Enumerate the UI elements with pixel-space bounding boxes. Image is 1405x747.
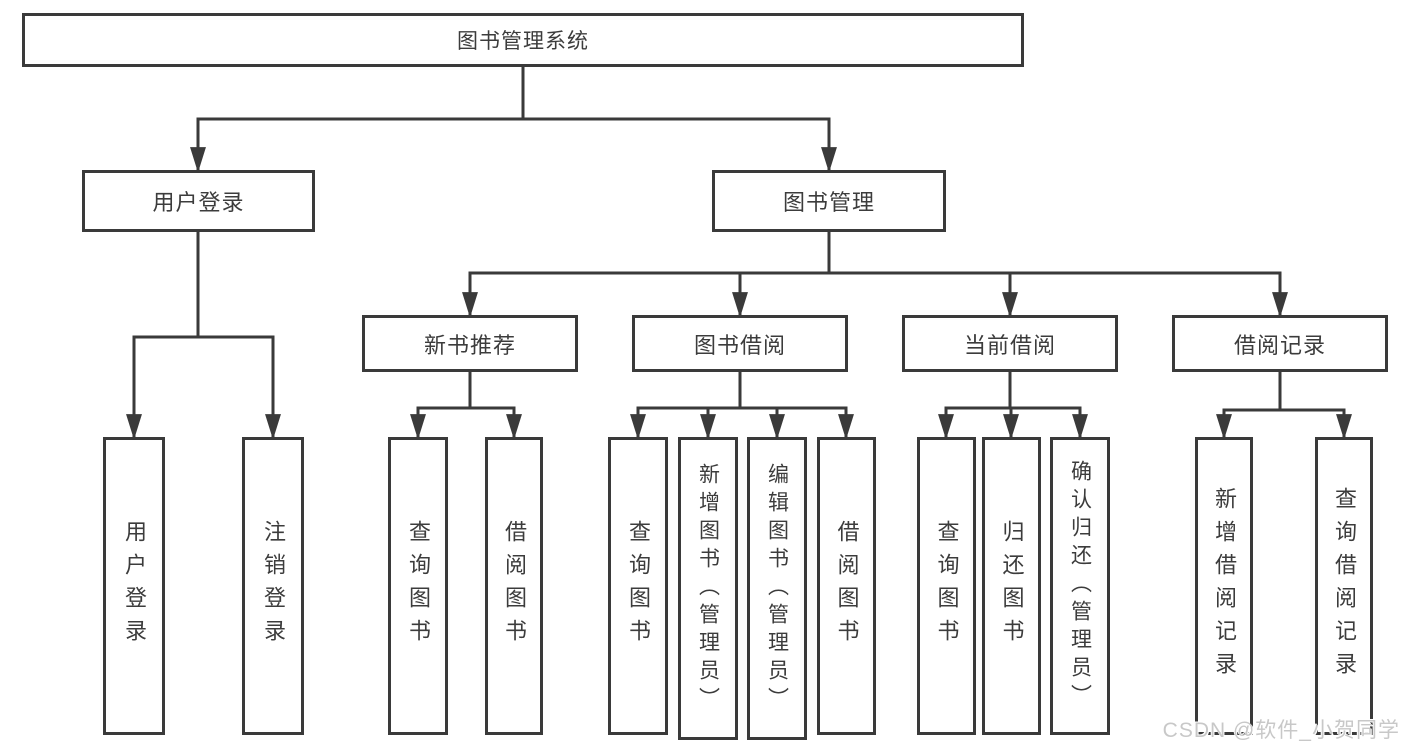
leaf-label: 归还图书 [999, 520, 1025, 652]
connector-records-branch [1216, 370, 1352, 440]
leaf-add-books-admin: 新增图书（管理员） [678, 437, 738, 740]
leaf-query-borrow-record: 查询借阅记录 [1315, 437, 1373, 735]
node-user-login: 用户登录 [82, 170, 315, 232]
connector-recommend-branch [410, 370, 522, 440]
leaf-return-books: 归还图书 [982, 437, 1041, 735]
leaf-user-login: 用户登录 [103, 437, 165, 735]
node-current-borrow: 当前借阅 [902, 315, 1118, 372]
leaf-label: 查询借阅记录 [1332, 487, 1357, 685]
node-book-borrow: 图书借阅 [632, 315, 848, 372]
node-new-book-recommend: 新书推荐 [362, 315, 578, 372]
leaf-label: 编辑图书（管理员） [765, 462, 789, 715]
leaf-query-books-current: 查询图书 [917, 437, 976, 735]
leaf-label: 确认归还（管理员） [1068, 460, 1092, 712]
node-book-management: 图书管理 [712, 170, 946, 232]
node-root: 图书管理系统 [22, 13, 1024, 67]
leaf-label: 注销登录 [261, 520, 286, 652]
watermark: CSDN @软件_小贺同学 [1162, 719, 1400, 742]
connector-user-login-branch [126, 230, 281, 440]
connector-current-branch [938, 370, 1088, 440]
leaf-logout: 注销登录 [242, 437, 304, 735]
connector-root-branch [190, 65, 837, 173]
leaf-label: 查询图书 [626, 520, 651, 652]
leaf-label: 借阅图书 [834, 520, 860, 652]
leaf-label: 新增借阅记录 [1212, 487, 1237, 685]
leaf-label: 查询图书 [934, 520, 960, 652]
leaf-label: 新增图书（管理员） [696, 462, 720, 715]
leaf-borrow-books-recommend: 借阅图书 [485, 437, 543, 735]
connector-borrow-branch [630, 370, 854, 440]
leaf-query-books-borrow: 查询图书 [608, 437, 668, 735]
leaf-label: 查询图书 [406, 520, 431, 652]
leaf-label: 用户登录 [122, 520, 147, 652]
leaf-label: 借阅图书 [502, 520, 527, 652]
connector-book-management-branch [462, 230, 1288, 318]
leaf-edit-books-admin: 编辑图书（管理员） [747, 437, 807, 740]
leaf-borrow-books: 借阅图书 [817, 437, 876, 735]
leaf-query-books-recommend: 查询图书 [388, 437, 448, 735]
leaf-confirm-return-admin: 确认归还（管理员） [1050, 437, 1110, 735]
node-borrow-records: 借阅记录 [1172, 315, 1388, 372]
leaf-add-borrow-record: 新增借阅记录 [1195, 437, 1253, 735]
